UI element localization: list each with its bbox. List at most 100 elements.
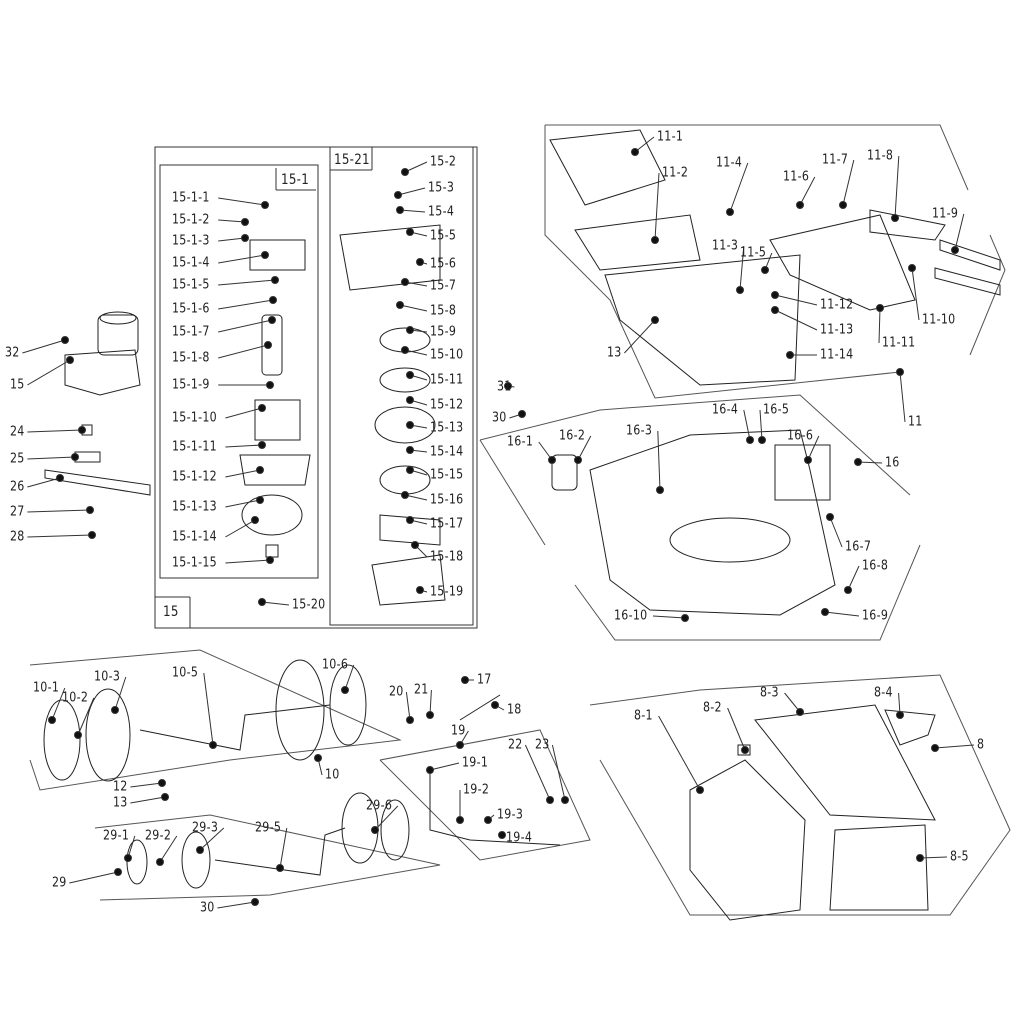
- leader-line: [934, 744, 975, 749]
- callout-dot: [736, 286, 744, 294]
- callout-dot: [241, 218, 249, 226]
- leader-line: [894, 155, 900, 219]
- callout-dot: [696, 786, 704, 794]
- part-label-19-3: 19-3: [497, 807, 524, 823]
- part-label-16-7: 16-7: [845, 539, 872, 555]
- part-label-32: 32: [5, 345, 20, 361]
- callout-dot: [266, 556, 274, 564]
- leader-line: [218, 237, 246, 242]
- callout-dot: [726, 208, 734, 216]
- part-label-15-1-15: 15-1-15: [172, 555, 217, 571]
- part-label-11-8: 11-8: [867, 148, 894, 164]
- part-label-15-2: 15-2: [430, 154, 457, 170]
- callout-dot: [114, 868, 122, 876]
- callout-dot: [786, 351, 794, 359]
- part-label-16-2: 16-2: [559, 428, 586, 444]
- part-label-11-12: 11-12: [820, 297, 854, 313]
- part-label-15-1-13: 15-1-13: [172, 499, 217, 515]
- leader-line: [759, 409, 763, 441]
- leader-line: [225, 469, 261, 478]
- leader-line: [225, 444, 263, 448]
- leader-line: [27, 456, 76, 460]
- callout-dot: [276, 864, 284, 872]
- leader-line: [919, 856, 948, 859]
- leader-line: [114, 676, 127, 711]
- part-label-15-3: 15-3: [428, 180, 455, 196]
- part-label-12: 12: [113, 779, 128, 795]
- part-label-15-16: 15-16: [430, 492, 464, 508]
- leader-line: [218, 219, 246, 223]
- leader-line: [799, 176, 816, 206]
- part-label-11: 11: [908, 414, 923, 430]
- part-label-11-5: 11-5: [740, 245, 767, 261]
- callout-dot: [401, 491, 409, 499]
- callout-dot: [504, 382, 512, 390]
- part-label-15: 15: [10, 377, 25, 393]
- part-label-16-8: 16-8: [862, 558, 889, 574]
- part-label-11-1: 11-1: [657, 129, 684, 145]
- leader-line: [739, 245, 745, 291]
- callout-dot: [61, 336, 69, 344]
- callout-dot: [461, 676, 469, 684]
- part-label-28: 28: [10, 529, 25, 545]
- callout-dot: [406, 396, 414, 404]
- callout-dot: [56, 474, 64, 482]
- callout-dot: [88, 531, 96, 539]
- callout-dot: [546, 796, 554, 804]
- part-label-16-9: 16-9: [862, 608, 889, 624]
- callout-dot: [66, 356, 74, 364]
- leader-line: [27, 477, 61, 488]
- part-label-8-5: 8-5: [950, 849, 969, 865]
- callout-dot: [271, 276, 279, 284]
- leader-line: [218, 344, 269, 359]
- part-label-31: 31: [497, 379, 512, 395]
- callout-dot: [758, 436, 766, 444]
- callout-dot: [394, 191, 402, 199]
- callout-dot: [124, 854, 132, 862]
- leader-line: [22, 339, 66, 354]
- callout-dot: [426, 766, 434, 774]
- callout-dot: [48, 716, 56, 724]
- part-label-15-1-3: 15-1-3: [172, 233, 210, 249]
- part-label-13: 13: [607, 345, 622, 361]
- callout-dot: [209, 741, 217, 749]
- leader-line: [774, 294, 818, 306]
- leader-line: [857, 461, 883, 464]
- callout-dot: [406, 446, 414, 454]
- leader-line: [218, 319, 273, 333]
- callout-dot: [631, 148, 639, 156]
- part-label-15-15: 15-15: [430, 467, 464, 483]
- part-label-15-1-9: 15-1-9: [172, 377, 210, 393]
- leader-line: [743, 409, 751, 441]
- callout-dot: [491, 701, 499, 709]
- callout-dot: [741, 746, 749, 754]
- part-label-18: 18: [507, 702, 522, 718]
- callout-dot: [839, 201, 847, 209]
- leader-line: [842, 159, 855, 206]
- leader-line: [807, 435, 820, 461]
- leader-line: [954, 213, 965, 251]
- part-label-15-1-4: 15-1-4: [172, 255, 210, 271]
- part-label-19-4: 19-4: [506, 830, 533, 846]
- callout-dot: [896, 368, 904, 376]
- deck-part: [551, 429, 836, 616]
- motor-internals-part: [239, 239, 311, 558]
- leader-line: [847, 565, 860, 591]
- callout-dot: [484, 816, 492, 824]
- callout-dot: [396, 301, 404, 309]
- part-label-15-9: 15-9: [430, 324, 457, 340]
- part-label-16-3: 16-3: [626, 423, 653, 439]
- part-label-11-4: 11-4: [716, 155, 743, 171]
- part-label-15-1-6: 15-1-6: [172, 301, 210, 317]
- part-label-25: 25: [10, 451, 25, 467]
- part-label-15-20: 15-20: [292, 597, 326, 613]
- callout-dot: [804, 456, 812, 464]
- leader-line: [199, 827, 225, 851]
- leader-line: [878, 307, 881, 344]
- leader-line: [344, 664, 355, 691]
- leader-line: [77, 697, 95, 736]
- callout-dot: [891, 214, 899, 222]
- part-label-15-1-11: 15-1-11: [172, 439, 217, 455]
- box-header-15-21: 15-21: [334, 152, 370, 168]
- leader-line: [551, 744, 566, 801]
